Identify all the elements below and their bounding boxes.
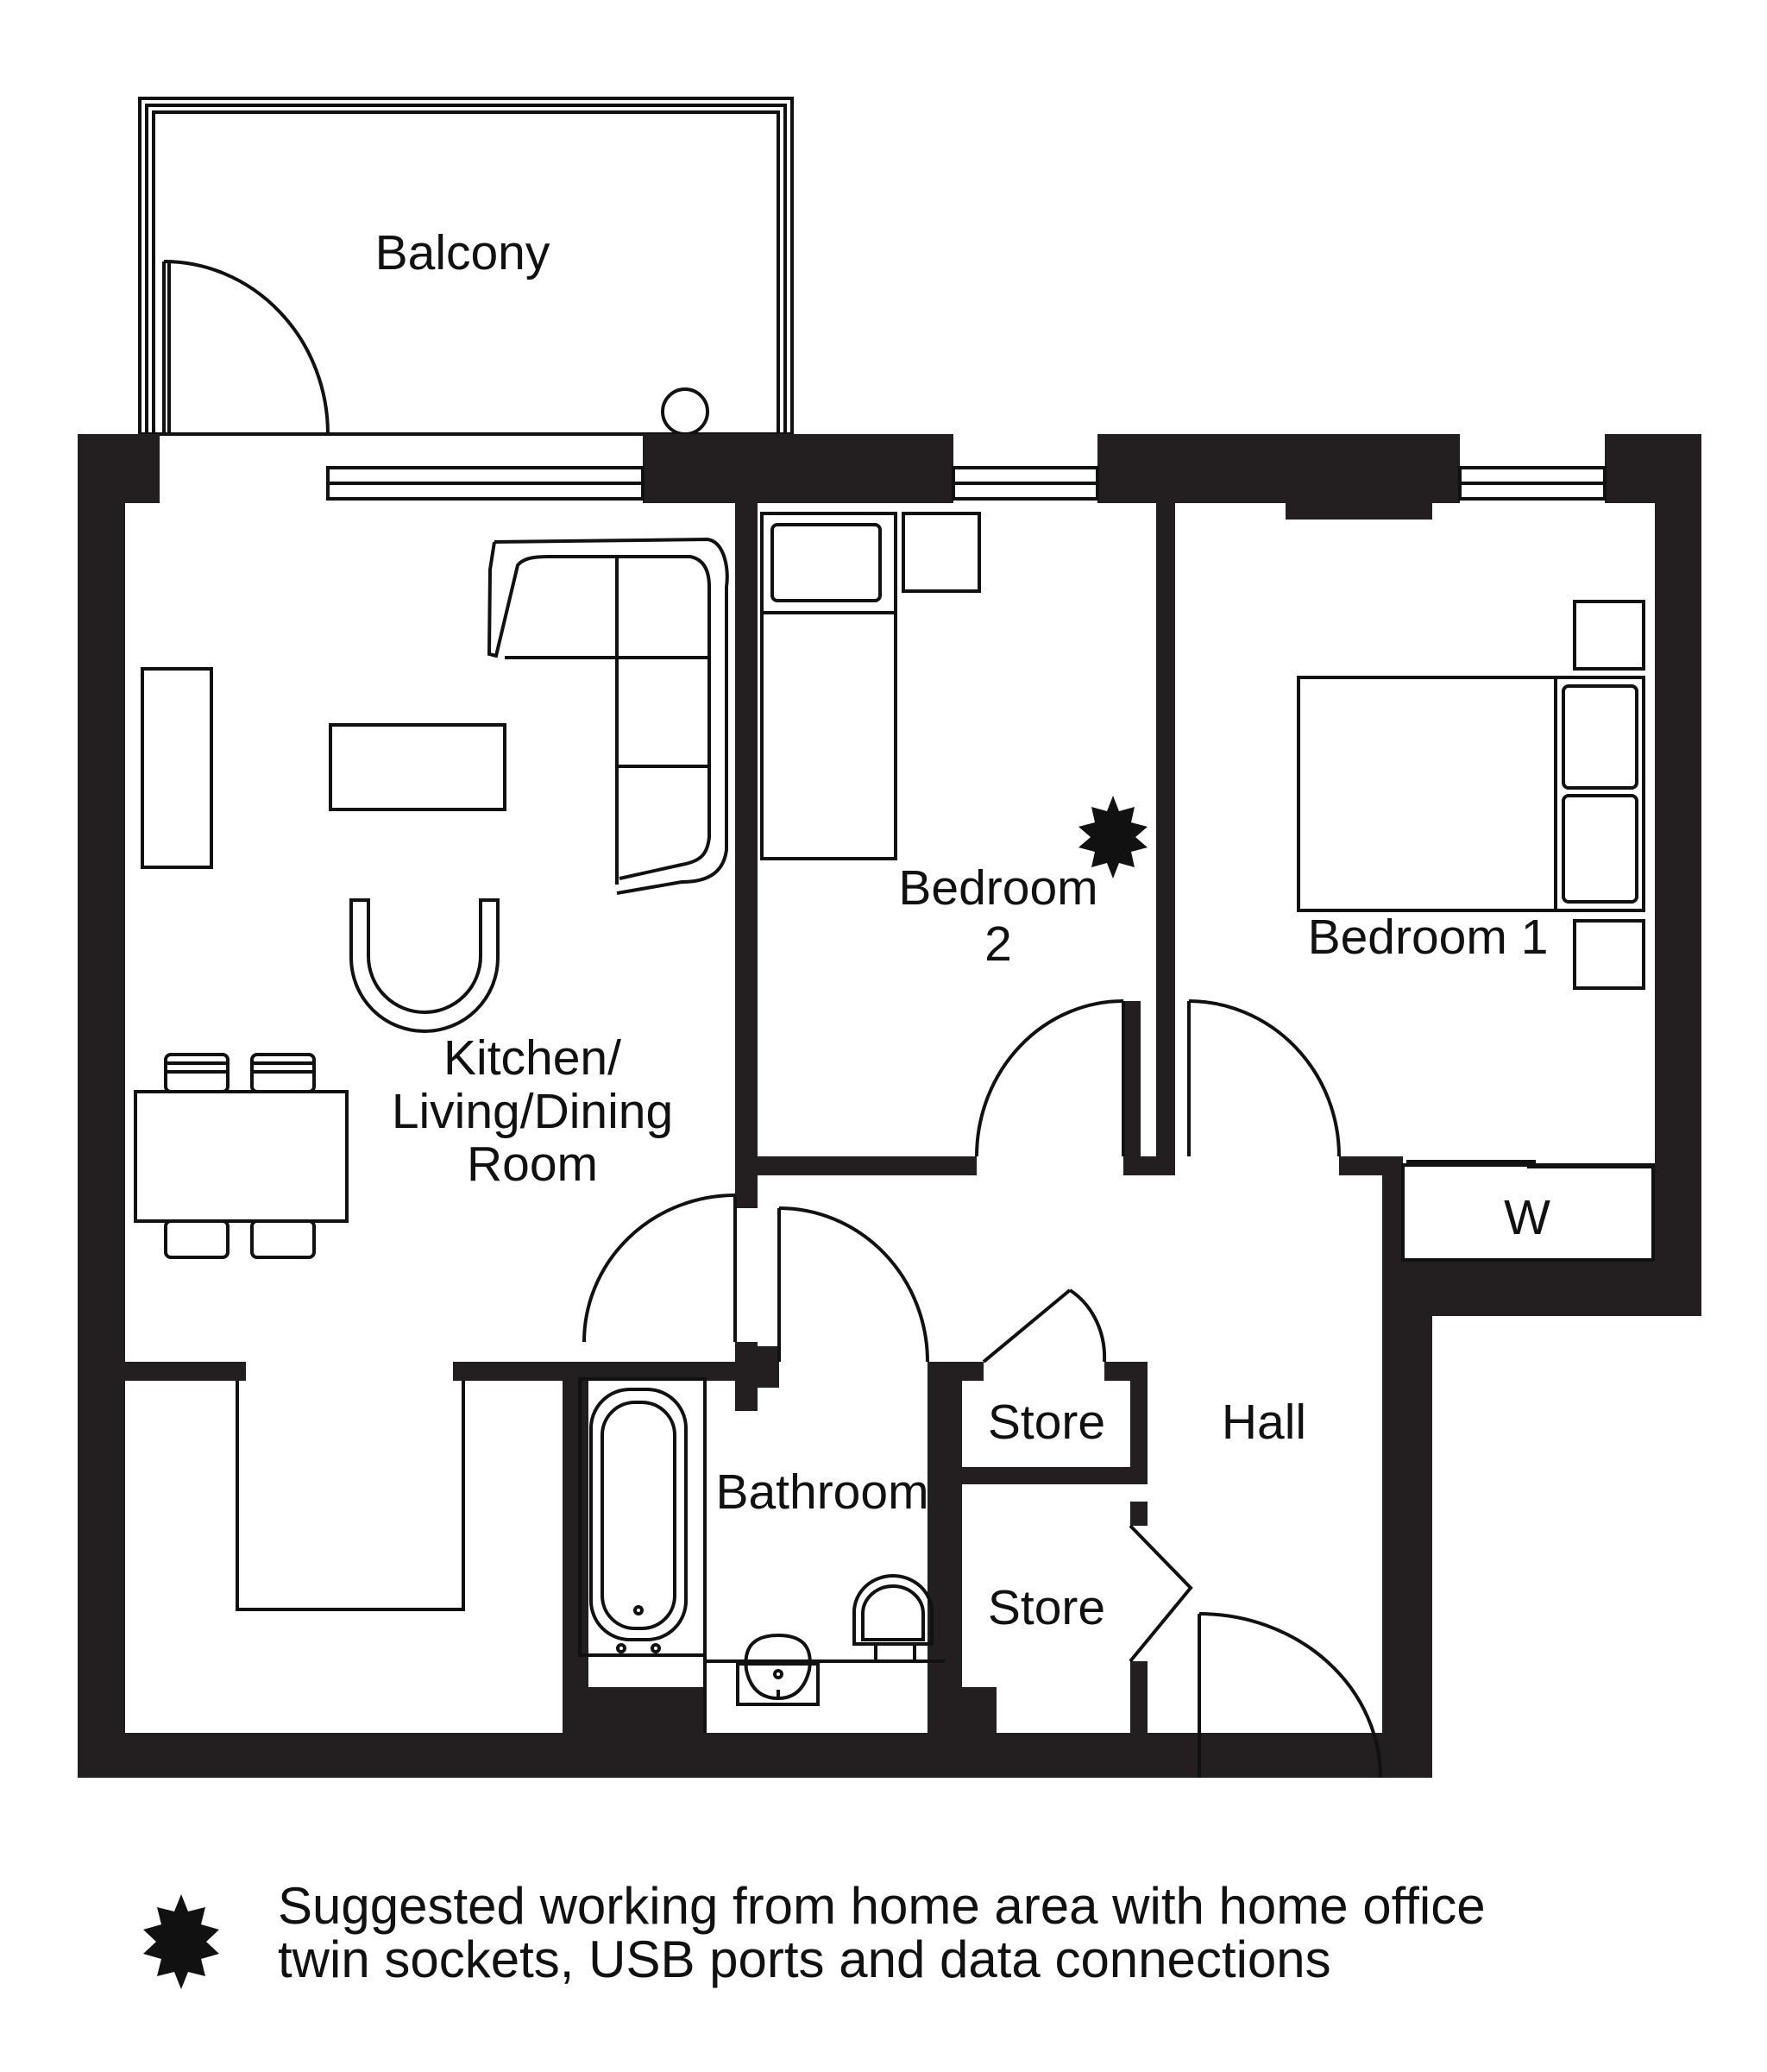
bedroom1-furniture xyxy=(1297,600,1645,990)
label-kitchen-line2: Living/Dining xyxy=(392,1084,673,1139)
label-bedroom2-line2: 2 xyxy=(984,916,1012,972)
bedroom2-furniture xyxy=(760,512,981,860)
label-bathroom: Bathroom xyxy=(715,1464,928,1520)
balcony-planter xyxy=(661,387,709,436)
label-bedroom1: Bedroom 1 xyxy=(1308,910,1549,965)
label-bedroom2-line1: Bedroom xyxy=(898,860,1097,916)
legend-starburst-icon xyxy=(143,1894,219,1989)
label-store-lower: Store xyxy=(988,1580,1105,1635)
interior-walls xyxy=(125,501,1657,1735)
living-furniture xyxy=(134,537,729,1259)
label-kitchen-line1: Kitchen/ xyxy=(443,1030,621,1086)
balcony-door xyxy=(162,260,330,435)
exterior-walls xyxy=(78,434,1701,1778)
label-store-upper: Store xyxy=(988,1395,1105,1450)
starburst-icon xyxy=(1078,796,1148,879)
label-balcony: Balcony xyxy=(375,225,550,280)
legend-line2: twin sockets, USB ports and data connect… xyxy=(278,1930,1331,1988)
label-hall: Hall xyxy=(1222,1395,1306,1450)
label-wardrobe: W xyxy=(1504,1190,1550,1245)
windows xyxy=(326,466,1607,501)
doors xyxy=(582,999,1382,1779)
bathroom-fixtures xyxy=(589,1388,934,1706)
legend-line1: Suggested working from home area with ho… xyxy=(278,1877,1486,1935)
label-kitchen-line3: Room xyxy=(467,1137,598,1192)
